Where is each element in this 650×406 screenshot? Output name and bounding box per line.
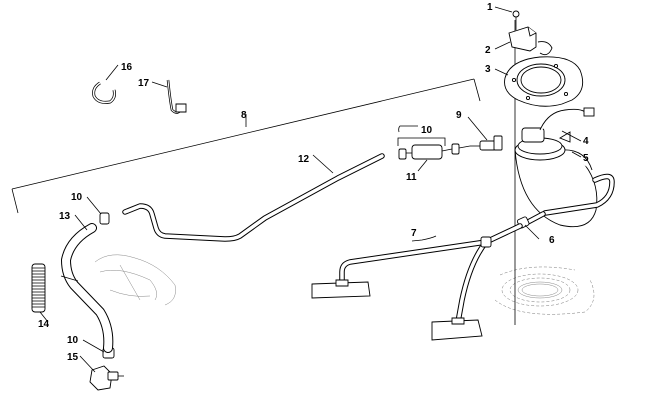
ghost-fuel-tank-opening: [494, 266, 595, 315]
callout-1: 1: [487, 2, 493, 13]
callout-15: 15: [67, 352, 79, 363]
callout-2: 2: [485, 45, 491, 56]
callout-12: 12: [298, 154, 310, 165]
ghost-engine-bay: [94, 254, 176, 306]
leader-lines: [39, 6, 582, 373]
callout-10-lower: 10: [67, 335, 79, 346]
quick-connector-part: [470, 135, 503, 151]
callout-8: 8: [241, 110, 247, 121]
fuel-hose-part: [60, 223, 114, 353]
callout-10-upper: 10: [71, 192, 83, 203]
callout-labels: 1 2 3 4 5 6 7 8 9 10 10 10 11 12 13 14 1…: [38, 2, 589, 363]
protective-sleeve-part: [31, 263, 46, 313]
cable-tie-part: [166, 79, 187, 114]
assembly-bracket-line: [11, 78, 481, 214]
callout-6: 6: [549, 235, 555, 246]
callout-5: 5: [583, 153, 589, 164]
callout-10-filter: 10: [421, 125, 433, 136]
fuel-pump-assembly-part: [514, 107, 598, 228]
fuel-filter-part: [406, 144, 471, 160]
ring-clamp-part: [92, 81, 116, 104]
elbow-fitting-part: [89, 365, 124, 391]
retainer-bracket-part: [508, 26, 553, 56]
callout-17: 17: [138, 78, 150, 89]
callout-9: 9: [456, 110, 462, 121]
callout-11: 11: [406, 172, 417, 183]
callout-13: 13: [59, 211, 71, 222]
callout-16: 16: [121, 62, 133, 73]
callout-4: 4: [583, 136, 589, 147]
callout-14: 14: [38, 319, 50, 330]
callout-3: 3: [485, 64, 491, 75]
screw-part: [512, 10, 520, 30]
lock-ring-part: [504, 56, 584, 107]
fuel-line-part: [122, 153, 385, 242]
fuel-return-line-part: [311, 223, 523, 341]
callout-7: 7: [411, 228, 417, 239]
